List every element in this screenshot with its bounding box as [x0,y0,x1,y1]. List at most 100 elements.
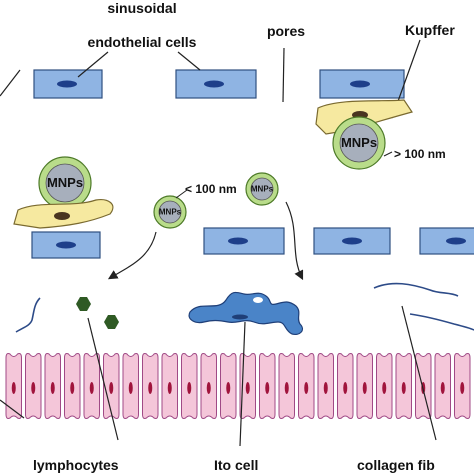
pointer-collagen [401,305,437,441]
ito-nucleus [232,314,248,320]
pointer-bottom-left [0,399,25,419]
hepatocyte-nucleus [401,382,406,394]
label-kupffer: Kupffer [405,22,455,38]
mnp-label: MNPs [159,208,182,217]
endothelial-cell-mid-2 [203,227,285,255]
hepatocyte [161,353,178,419]
lymphocyte-2 [104,315,119,329]
pointer-gt100 [383,151,393,157]
nucleus [446,237,466,245]
label-ito-cell: Ito cell [214,457,258,473]
hepatocyte [434,353,451,419]
hepatocyte-nucleus [284,382,289,394]
mnp-label: MNPs [251,185,274,194]
label-lymphocytes: lymphocytes [33,457,119,473]
mnp-label: MNPs [341,135,377,150]
hepatocyte-nucleus [245,382,250,394]
hepatocyte [181,353,198,419]
hepatocyte-nucleus [304,382,309,394]
hepatocyte [376,353,393,419]
label-sinusoidal: sinusoidal [107,0,176,16]
pointer-endothelial-1 [77,51,109,78]
pointer-ito [239,321,246,447]
arrow-left [107,231,157,280]
nucleus [350,80,370,88]
hepatocyte-nucleus [70,382,75,394]
mnp-small-1: MNPs [153,195,187,229]
hepatocyte [298,353,315,419]
pointer-left-edge [0,69,21,97]
pointer-lymphocytes [87,317,119,441]
mnp-large-left: MNPs [38,156,92,210]
hepatocyte-nucleus [109,382,114,394]
hepatocyte [25,353,42,419]
hepatocyte-nucleus [187,382,192,394]
hepatocyte-nucleus [167,382,172,394]
endothelial-cell-mid-1 [31,231,101,259]
hepatocyte [259,353,276,419]
fiber-left [15,297,41,333]
hepatocyte [200,353,217,419]
mnp-small-2: MNPs [245,172,279,206]
lymphocyte-1 [76,297,91,311]
endothelial-cell-mid-3 [313,227,391,255]
hepatocyte [239,353,256,419]
collagen-fiber-1 [373,282,459,297]
hepatocyte [103,353,120,419]
hepatocyte-nucleus [11,382,16,394]
hepatocyte [83,353,100,419]
hepatocyte-nucleus [128,382,133,394]
hepatocyte [220,353,237,419]
nucleus [56,241,76,249]
nucleus [342,237,362,245]
hepatocyte-nucleus [148,382,153,394]
hepatocyte-nucleus [343,382,348,394]
hepatocyte [337,353,354,419]
label-collagen: collagen fib [357,457,435,473]
mnp-large-top: MNPs [332,116,386,170]
hepatocyte-nucleus [460,382,465,394]
endothelial-cell-mid-4 [419,227,474,255]
hepatocyte [278,353,295,419]
hepatocyte-nucleus [265,382,270,394]
pointer-lt100 [175,189,188,199]
hepatocyte-nucleus [31,382,36,394]
label-endothelial-cells: endothelial cells [88,34,197,50]
hepatocyte [142,353,159,419]
hepatocyte [395,353,412,419]
nucleus [228,237,248,245]
endothelial-cell-top-1 [33,69,103,99]
hepatocyte-nucleus [382,382,387,394]
hepatocyte [454,353,471,419]
nucleus [57,80,77,88]
label-pores: pores [267,23,305,39]
hepatocyte [5,353,22,419]
mnp-label: MNPs [47,175,83,190]
hepatocyte-nucleus [206,382,211,394]
hepatocyte-nucleus [50,382,55,394]
endothelial-cell-top-3 [319,69,405,99]
pointer-pores [282,47,285,103]
hepatocyte-nucleus [226,382,231,394]
pointer-endothelial-2 [177,51,201,71]
arrow-right [285,201,304,281]
kupffer-cell-left [13,199,114,229]
hepatocyte [64,353,81,419]
hepatocyte [356,353,373,419]
hepatocyte [44,353,61,419]
hepatocyte-nucleus [323,382,328,394]
ito-vacuole [253,297,263,303]
hepatocyte-nucleus [440,382,445,394]
collagen-fiber-2 [409,313,474,331]
endothelial-cell-top-2 [175,69,257,99]
hepatocyte-nucleus [362,382,367,394]
label-lt-100nm: < 100 nm [185,182,237,196]
hepatocyte [317,353,334,419]
hepatocyte-nucleus [89,382,94,394]
kupffer-nucleus [54,212,70,220]
label-gt-100nm: > 100 nm [394,147,446,161]
nucleus [204,80,224,88]
hepatocyte-row [5,353,471,419]
